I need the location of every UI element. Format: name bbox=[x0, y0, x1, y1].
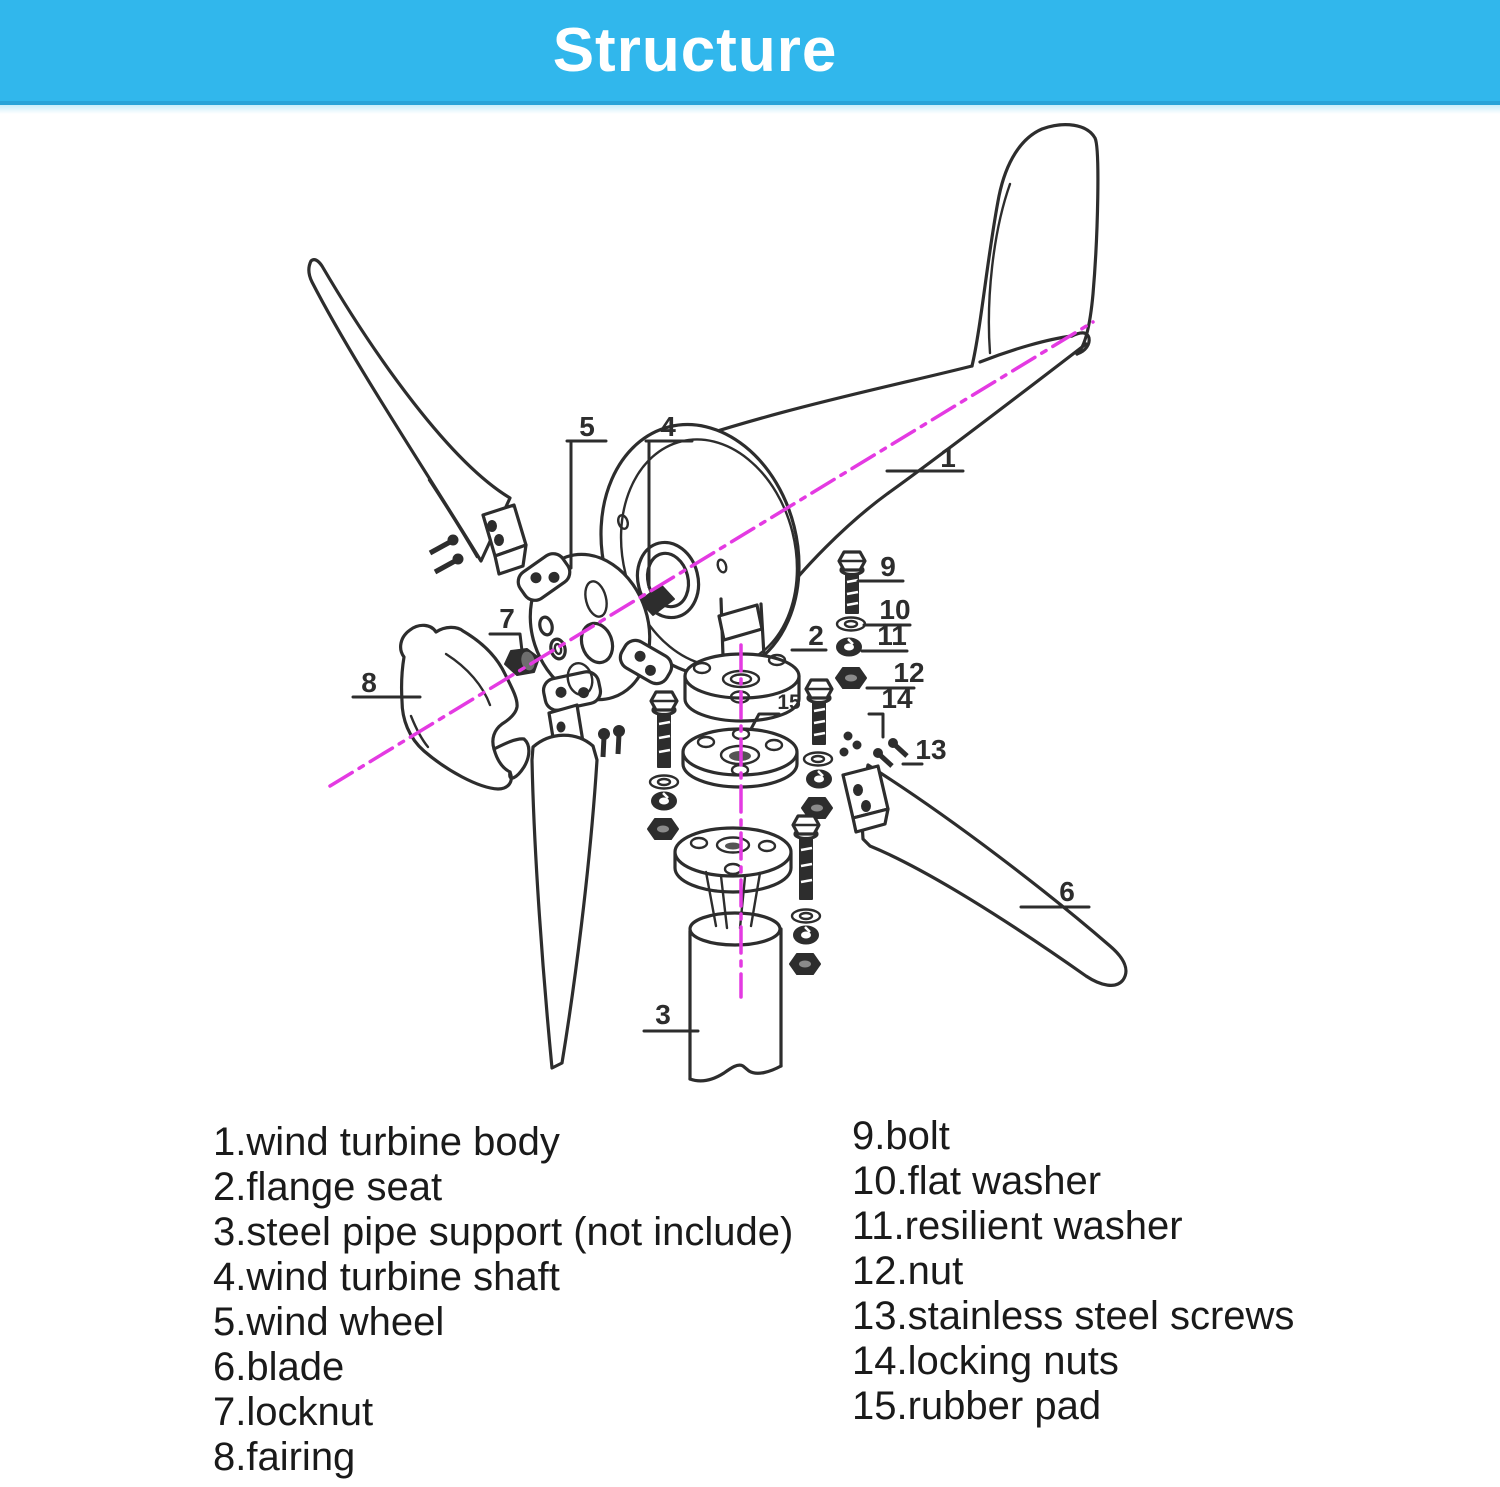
list-item: 13.stainless steel screws bbox=[852, 1294, 1295, 1338]
blade-screws-lower bbox=[598, 725, 625, 758]
leader-7 bbox=[488, 632, 524, 653]
label-4: 4 bbox=[660, 411, 676, 442]
label-9: 9 bbox=[880, 551, 896, 582]
label-14: 14 bbox=[881, 683, 913, 714]
leader-14 bbox=[867, 712, 885, 739]
leader-15 bbox=[749, 712, 781, 731]
list-item: 12.nut bbox=[852, 1249, 964, 1293]
stainless-screws-group bbox=[839, 731, 909, 768]
leader-4 bbox=[644, 439, 694, 589]
list-item: 1.wind turbine body bbox=[213, 1120, 560, 1164]
list-item: 7.locknut bbox=[213, 1390, 374, 1434]
list-item: 6.blade bbox=[213, 1345, 345, 1389]
part-number-labels: 1 2 3 4 5 6 7 8 9 10 11 12 13 14 15 bbox=[361, 411, 1075, 1030]
list-item: 8.fairing bbox=[213, 1435, 356, 1479]
locknut-group bbox=[504, 615, 567, 676]
blade-right bbox=[839, 731, 1128, 987]
label-6: 6 bbox=[1059, 876, 1075, 907]
list-item: 9.bolt bbox=[852, 1114, 950, 1158]
label-8: 8 bbox=[361, 667, 377, 698]
fairing-shape bbox=[399, 623, 531, 791]
label-3: 3 bbox=[655, 999, 671, 1030]
label-2: 2 bbox=[808, 620, 824, 651]
header-fade-strip bbox=[0, 105, 1500, 114]
list-item: 4.wind turbine shaft bbox=[213, 1255, 560, 1299]
header-bar: Structure bbox=[0, 0, 1500, 105]
label-13: 13 bbox=[915, 734, 946, 765]
list-item: 2.flange seat bbox=[213, 1165, 443, 1209]
bolt-column-left bbox=[647, 690, 680, 840]
label-1: 1 bbox=[940, 442, 956, 473]
list-item: 15.rubber pad bbox=[852, 1384, 1102, 1428]
parts-list-right: 9.bolt 10.flat washer 11.resilient washe… bbox=[852, 1114, 1294, 1429]
list-item: 5.wind wheel bbox=[213, 1300, 445, 1344]
label-12: 12 bbox=[893, 657, 924, 688]
rotor-axis-line bbox=[328, 320, 1095, 788]
leader-lines bbox=[351, 439, 1091, 1033]
blade-lower bbox=[530, 703, 625, 1070]
turbine-body-shape bbox=[599, 123, 1100, 705]
page-title: Structure bbox=[552, 16, 838, 85]
label-10: 10 bbox=[879, 594, 910, 625]
parts-list-left: 1.wind turbine body 2.flange seat 3.stee… bbox=[213, 1120, 793, 1480]
list-item: 14.locking nuts bbox=[852, 1339, 1119, 1383]
tail-fin bbox=[970, 123, 1100, 368]
list-item: 3.steel pipe support (not include) bbox=[213, 1210, 794, 1254]
leader-5 bbox=[565, 439, 608, 570]
label-7: 7 bbox=[499, 603, 515, 634]
bolt-column-middle bbox=[801, 678, 834, 819]
pipe-support-shape bbox=[673, 826, 793, 1083]
list-item: 11.resilient washer bbox=[852, 1204, 1183, 1248]
blade-upper-left bbox=[307, 258, 528, 576]
blade-screws-upper bbox=[428, 534, 464, 575]
label-5: 5 bbox=[579, 411, 595, 442]
bolt-column-bottom bbox=[789, 814, 822, 975]
list-item: 10.flat washer bbox=[852, 1159, 1102, 1203]
label-11: 11 bbox=[877, 620, 907, 651]
label-15: 15 bbox=[777, 691, 801, 714]
bolt-column-9-12 bbox=[835, 550, 867, 689]
